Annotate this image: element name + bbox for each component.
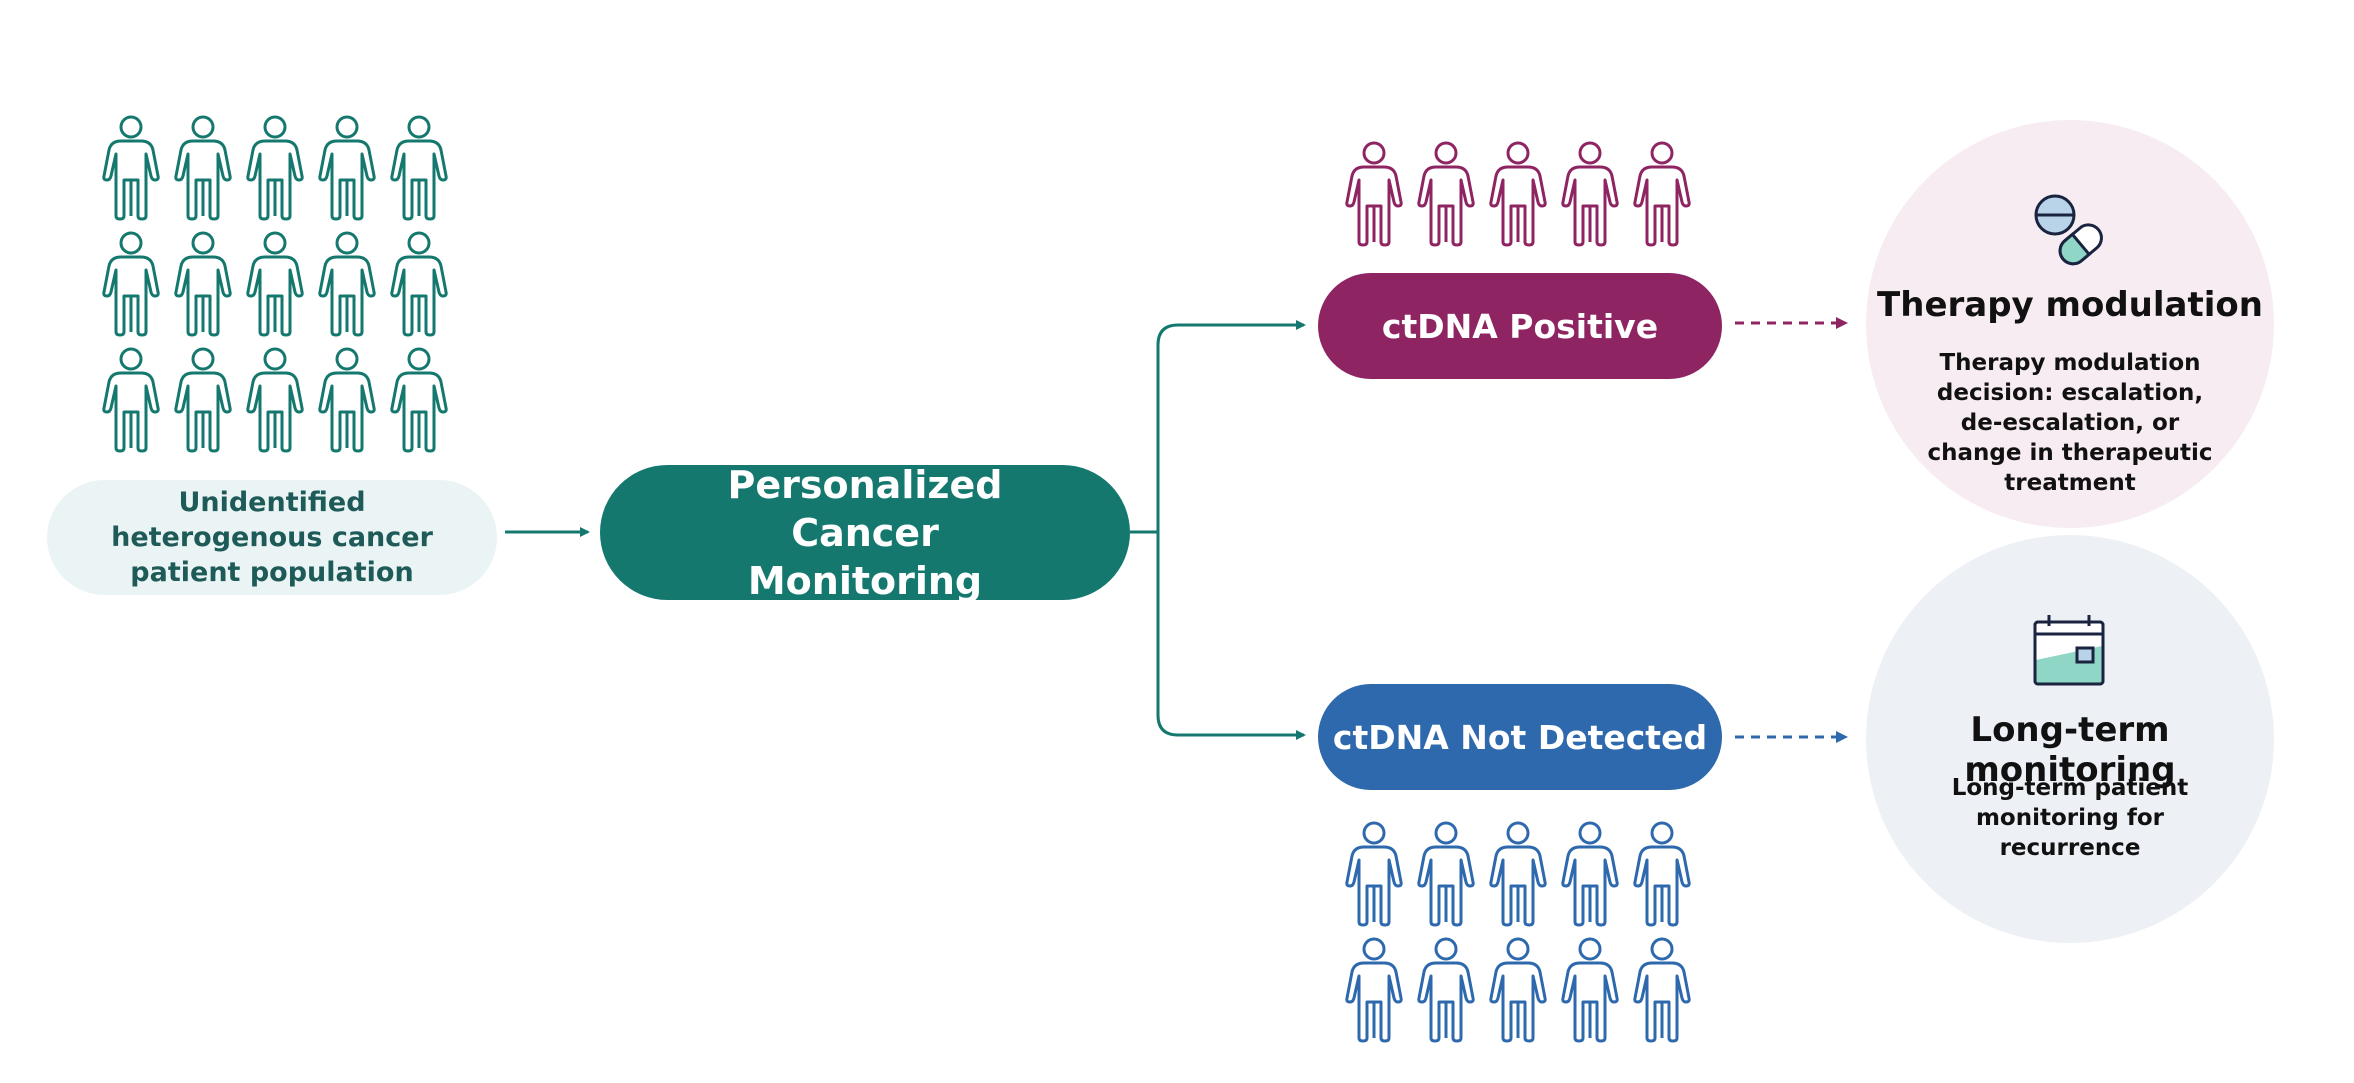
person-icon — [390, 231, 448, 337]
person-icon — [246, 115, 304, 221]
ctdna-not-detected-node: ctDNA Not Detected — [1318, 684, 1722, 790]
person-icon — [390, 347, 448, 453]
calendar-icon — [2033, 615, 2105, 686]
person-icon — [318, 347, 376, 453]
personalized-monitoring-text: Personalized Cancer Monitoring — [727, 462, 1003, 603]
person-icon — [1561, 937, 1619, 1043]
monitoring-title: Long-term monitoring — [1964, 710, 2176, 790]
population-label: Unidentified heterogenous cancer patient… — [47, 480, 497, 595]
person-icon — [174, 115, 232, 221]
ctdna-not-detected-text: ctDNA Not Detected — [1332, 717, 1708, 757]
person-icon — [1345, 141, 1403, 247]
person-icon — [1417, 821, 1475, 927]
branch-connector — [1130, 323, 1302, 737]
therapy-description: Therapy modulation decision: escalation,… — [1927, 350, 2213, 496]
person-icon — [318, 231, 376, 337]
population-label-text: Unidentified heterogenous cancer patient… — [111, 487, 433, 588]
person-icon — [1489, 141, 1547, 247]
person-icon — [102, 231, 160, 337]
person-icon — [1561, 821, 1619, 927]
person-icon — [1633, 821, 1691, 927]
personalized-monitoring-node: Personalized Cancer Monitoring — [600, 463, 1130, 603]
ctdna-positive-text: ctDNA Positive — [1381, 306, 1659, 346]
person-icon — [1633, 141, 1691, 247]
person-icon — [1489, 821, 1547, 927]
person-icon — [1417, 937, 1475, 1043]
person-icon — [1489, 937, 1547, 1043]
therapy-modulation-circle: Therapy modulation Therapy modulation de… — [1866, 120, 2274, 528]
long-term-monitoring-circle: Long-term monitoring Long-term patient m… — [1866, 535, 2274, 943]
pills-icon — [2034, 194, 2103, 266]
person-icon — [174, 347, 232, 453]
person-icon — [1633, 937, 1691, 1043]
person-icon — [1561, 141, 1619, 247]
person-icon — [102, 115, 160, 221]
person-icon — [246, 231, 304, 337]
person-icon — [174, 231, 232, 337]
person-icon — [390, 115, 448, 221]
person-icon — [246, 347, 304, 453]
person-icon — [1345, 821, 1403, 927]
person-icon — [102, 347, 160, 453]
person-icon — [1417, 141, 1475, 247]
person-icon — [1345, 937, 1403, 1043]
therapy-title: Therapy modulation — [1877, 285, 2263, 325]
person-icon — [318, 115, 376, 221]
monitoring-description: Long-term patient monitoring for recurre… — [1951, 775, 2189, 861]
ctdna-positive-node: ctDNA Positive — [1318, 273, 1722, 379]
